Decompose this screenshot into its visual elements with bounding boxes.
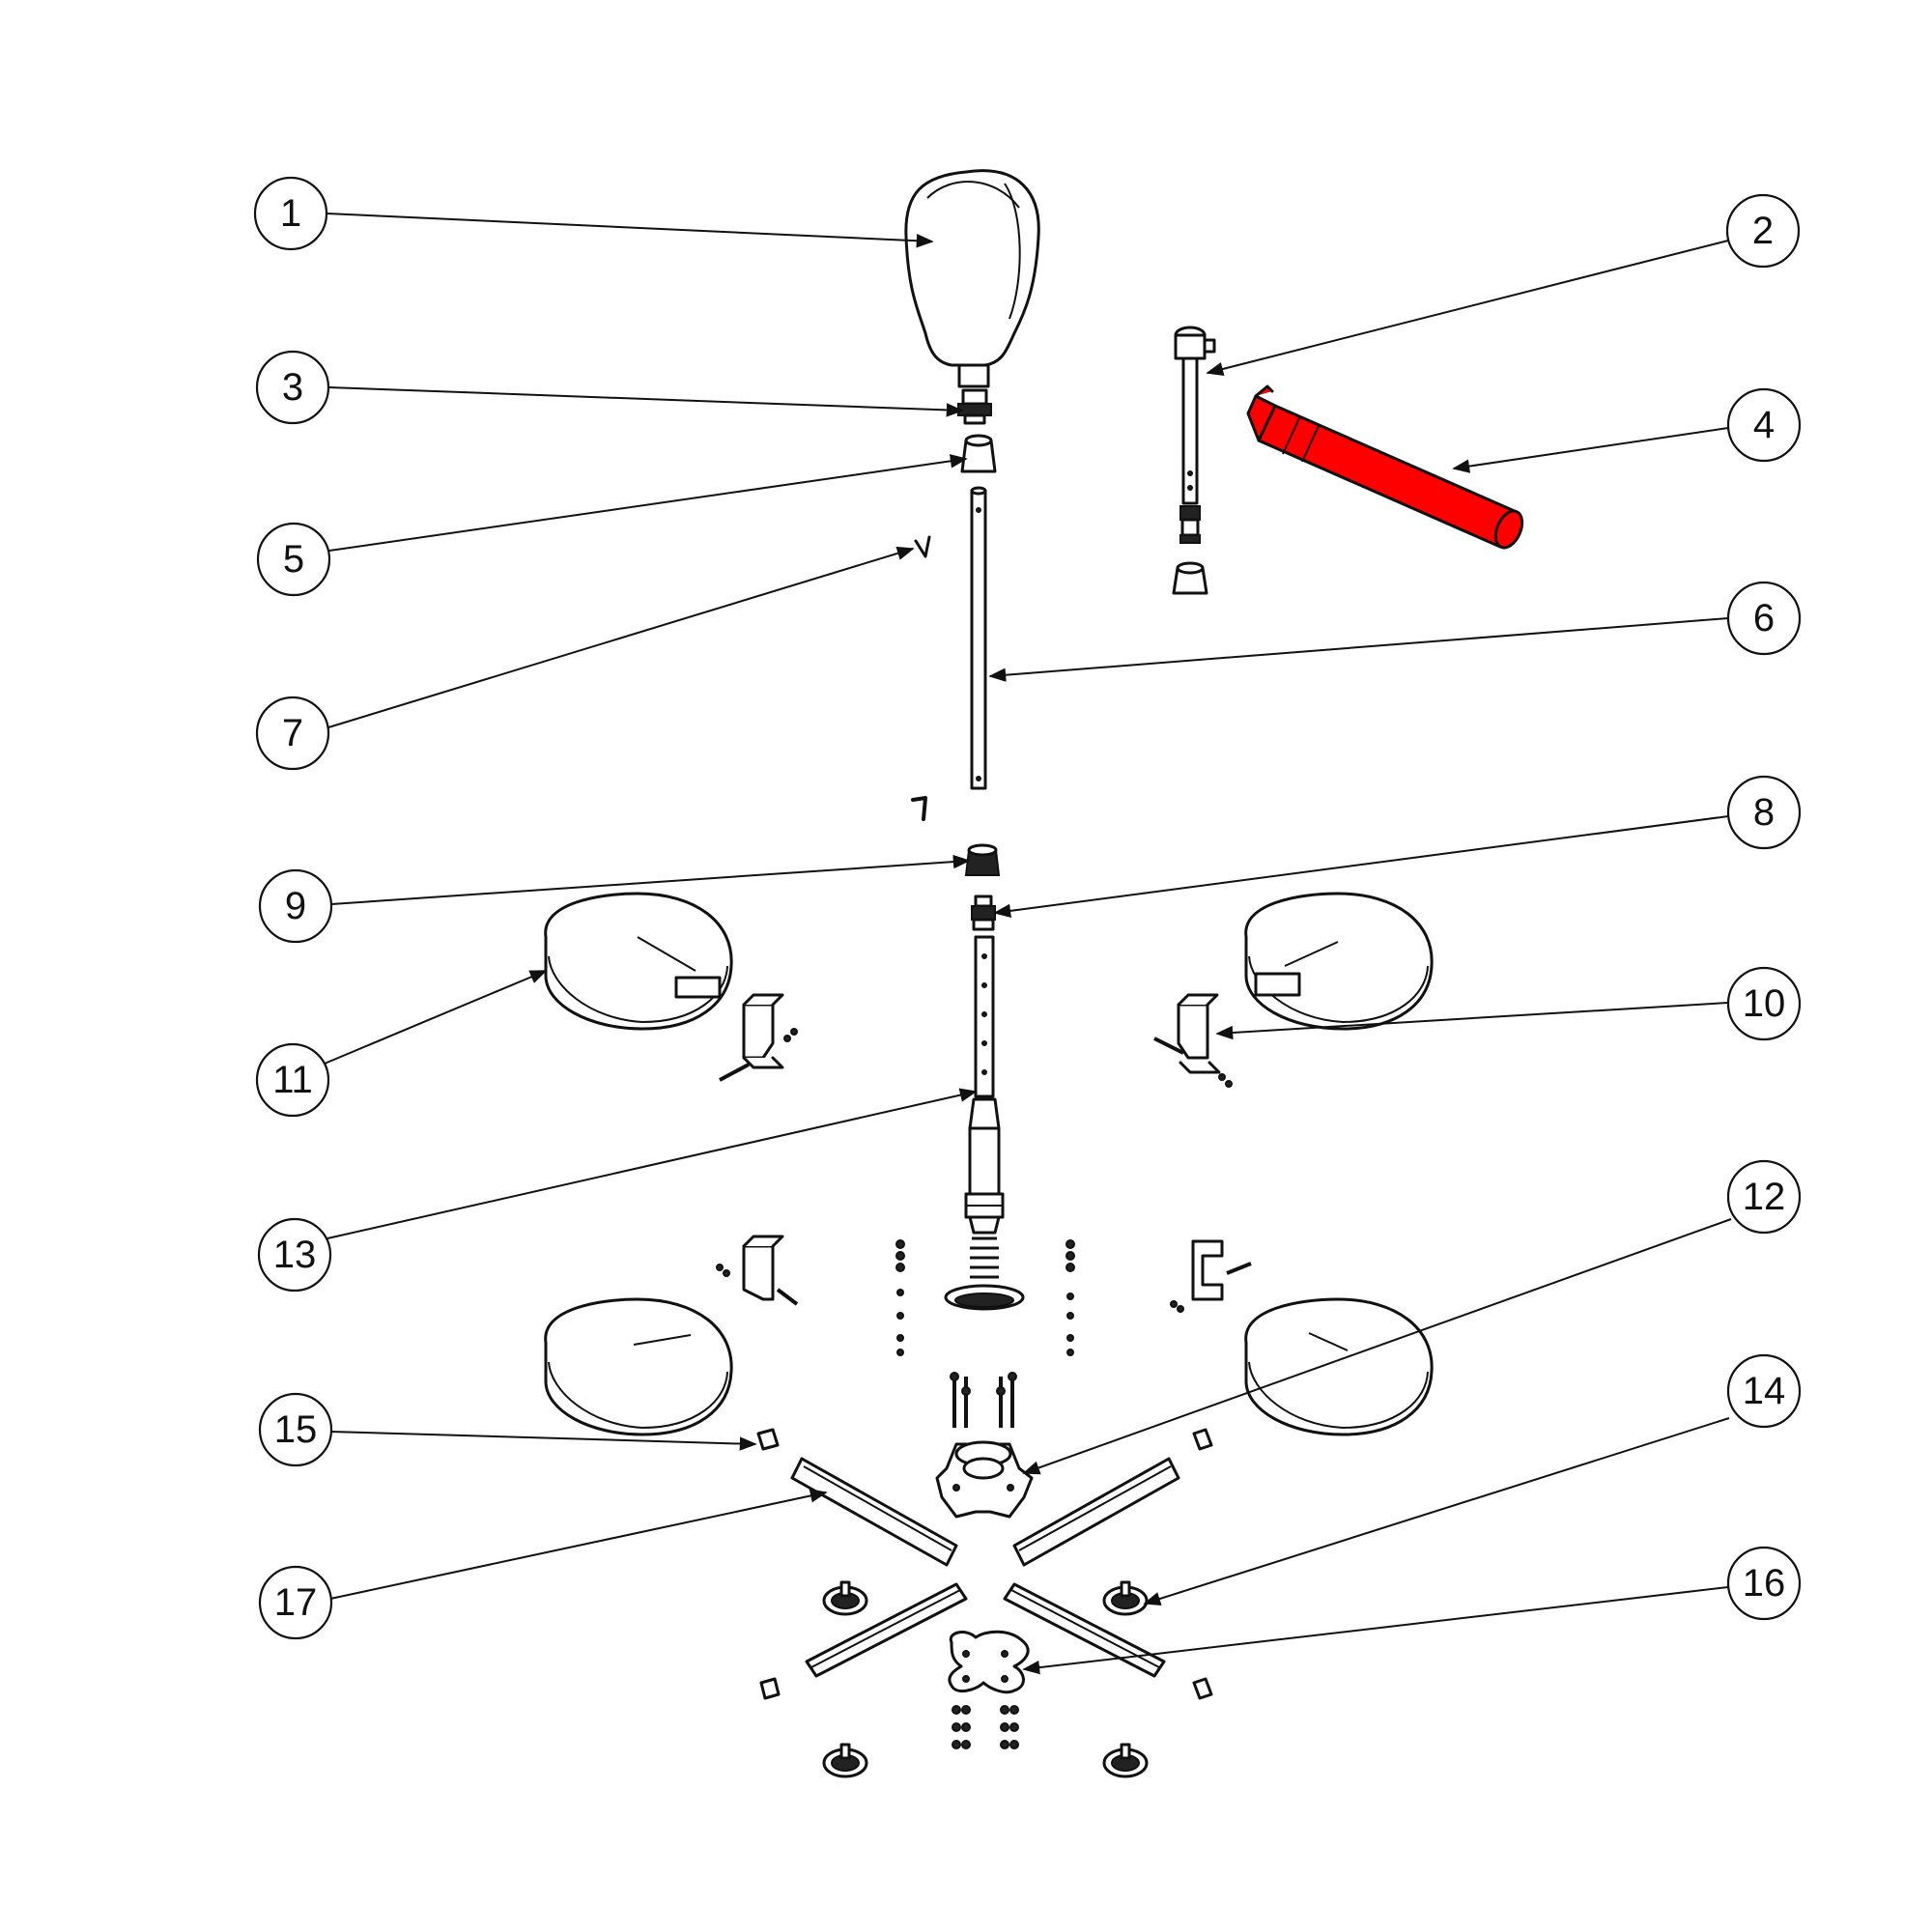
svg-text:13: 13 xyxy=(273,1234,317,1276)
leg-top-right xyxy=(1012,1457,1180,1567)
callout-13: 13 xyxy=(257,1217,332,1293)
part-7-pin-clip xyxy=(914,535,931,558)
leader-9 xyxy=(330,854,971,905)
svg-text:8: 8 xyxy=(1753,791,1775,834)
callout-3: 3 xyxy=(255,350,330,425)
bracket-bottom-right xyxy=(1170,1239,1252,1313)
svg-text:14: 14 xyxy=(1743,1370,1786,1412)
leader-17 xyxy=(329,1489,828,1600)
end-cap-bottom-right xyxy=(1192,1677,1213,1700)
svg-text:15: 15 xyxy=(274,1408,318,1451)
leader-12 xyxy=(1022,1218,1732,1475)
leader-lines xyxy=(324,213,1732,1675)
part-6-upper-tube xyxy=(970,486,987,790)
bolts-center xyxy=(950,1372,1017,1428)
svg-text:1: 1 xyxy=(280,192,301,235)
leader-11 xyxy=(324,970,548,1065)
svg-text:11: 11 xyxy=(272,1059,313,1101)
screws-right xyxy=(1065,1239,1075,1356)
weight-bottom-right xyxy=(1244,1297,1434,1436)
glide-top-left xyxy=(822,1580,868,1616)
part-11-weight xyxy=(544,892,733,1031)
leader-7 xyxy=(327,546,915,728)
glide-bottom-right xyxy=(1102,1743,1149,1778)
svg-text:17: 17 xyxy=(274,1581,318,1624)
svg-text:9: 9 xyxy=(285,885,306,927)
callout-15: 15 xyxy=(258,1392,333,1467)
callouts: 1 2 3 4 5 6 7 8 9 10 11 12 13 14 15 16 1… xyxy=(253,176,1802,1640)
part-14-glide xyxy=(1102,1580,1149,1616)
callout-4: 4 xyxy=(1726,387,1802,463)
bracket-top-left xyxy=(719,993,798,1082)
callout-11: 11 xyxy=(255,1042,330,1118)
svg-text:5: 5 xyxy=(283,538,304,581)
bracket-bottom-left xyxy=(716,1235,799,1306)
callout-6: 6 xyxy=(1726,581,1802,656)
svg-text:7: 7 xyxy=(282,712,303,754)
part-15-end-cap xyxy=(756,1428,780,1451)
leg-bottom-left xyxy=(805,1582,968,1678)
weight-bottom-left xyxy=(544,1297,733,1436)
part-5-ferrule xyxy=(960,434,997,473)
callout-17: 17 xyxy=(258,1565,333,1640)
leader-14 xyxy=(1143,1417,1730,1605)
part-17-leg xyxy=(790,1457,958,1567)
callout-7: 7 xyxy=(255,696,330,771)
svg-text:16: 16 xyxy=(1743,1562,1786,1605)
part-4-handle-tube-highlighted xyxy=(1246,384,1524,550)
leader-15 xyxy=(329,1431,757,1451)
leader-5 xyxy=(328,454,968,552)
parts xyxy=(544,169,1524,1778)
leader-6 xyxy=(988,617,1729,682)
bracket-top-right xyxy=(1153,993,1233,1088)
svg-text:12: 12 xyxy=(1743,1176,1786,1218)
part-8-connector xyxy=(971,895,996,931)
callout-5: 5 xyxy=(256,522,331,597)
leader-2 xyxy=(1206,240,1729,376)
callout-12: 12 xyxy=(1726,1159,1802,1235)
leader-1 xyxy=(326,213,934,248)
svg-text:2: 2 xyxy=(1752,210,1774,252)
part-10-weight xyxy=(1244,892,1434,1031)
part-3-connector xyxy=(957,388,992,425)
part-12-hub-plate xyxy=(935,1440,1034,1519)
callout-8: 8 xyxy=(1726,775,1802,850)
callout-14: 14 xyxy=(1726,1353,1802,1429)
callout-10: 10 xyxy=(1726,966,1802,1041)
leader-4 xyxy=(1452,427,1729,473)
svg-text:10: 10 xyxy=(1743,982,1786,1025)
part-2-upper-assembly xyxy=(1172,326,1216,595)
svg-text:3: 3 xyxy=(282,366,303,409)
screws-left xyxy=(895,1239,905,1356)
part-13-column xyxy=(944,935,1025,1311)
small-bolt xyxy=(911,796,927,821)
part-1-head-cap xyxy=(904,169,1040,388)
leader-3 xyxy=(327,386,964,417)
svg-text:6: 6 xyxy=(1753,597,1775,639)
part-16-cross-plate xyxy=(948,1630,1030,1694)
leader-10 xyxy=(1215,1002,1729,1040)
svg-text:4: 4 xyxy=(1753,404,1775,446)
callout-1: 1 xyxy=(253,176,328,251)
leader-16 xyxy=(1022,1586,1729,1675)
part-9-collar xyxy=(964,843,1001,876)
leader-8 xyxy=(993,815,1729,919)
part-16-leg xyxy=(1003,1582,1166,1678)
end-cap-top-right xyxy=(1192,1428,1213,1451)
callout-16: 16 xyxy=(1726,1546,1802,1621)
glide-bottom-left xyxy=(822,1743,868,1778)
callout-2: 2 xyxy=(1725,193,1801,269)
leader-13 xyxy=(327,1088,978,1239)
screws-bottom xyxy=(952,1705,1019,1749)
callout-9: 9 xyxy=(258,868,333,944)
end-cap-bottom-left xyxy=(759,1677,781,1700)
